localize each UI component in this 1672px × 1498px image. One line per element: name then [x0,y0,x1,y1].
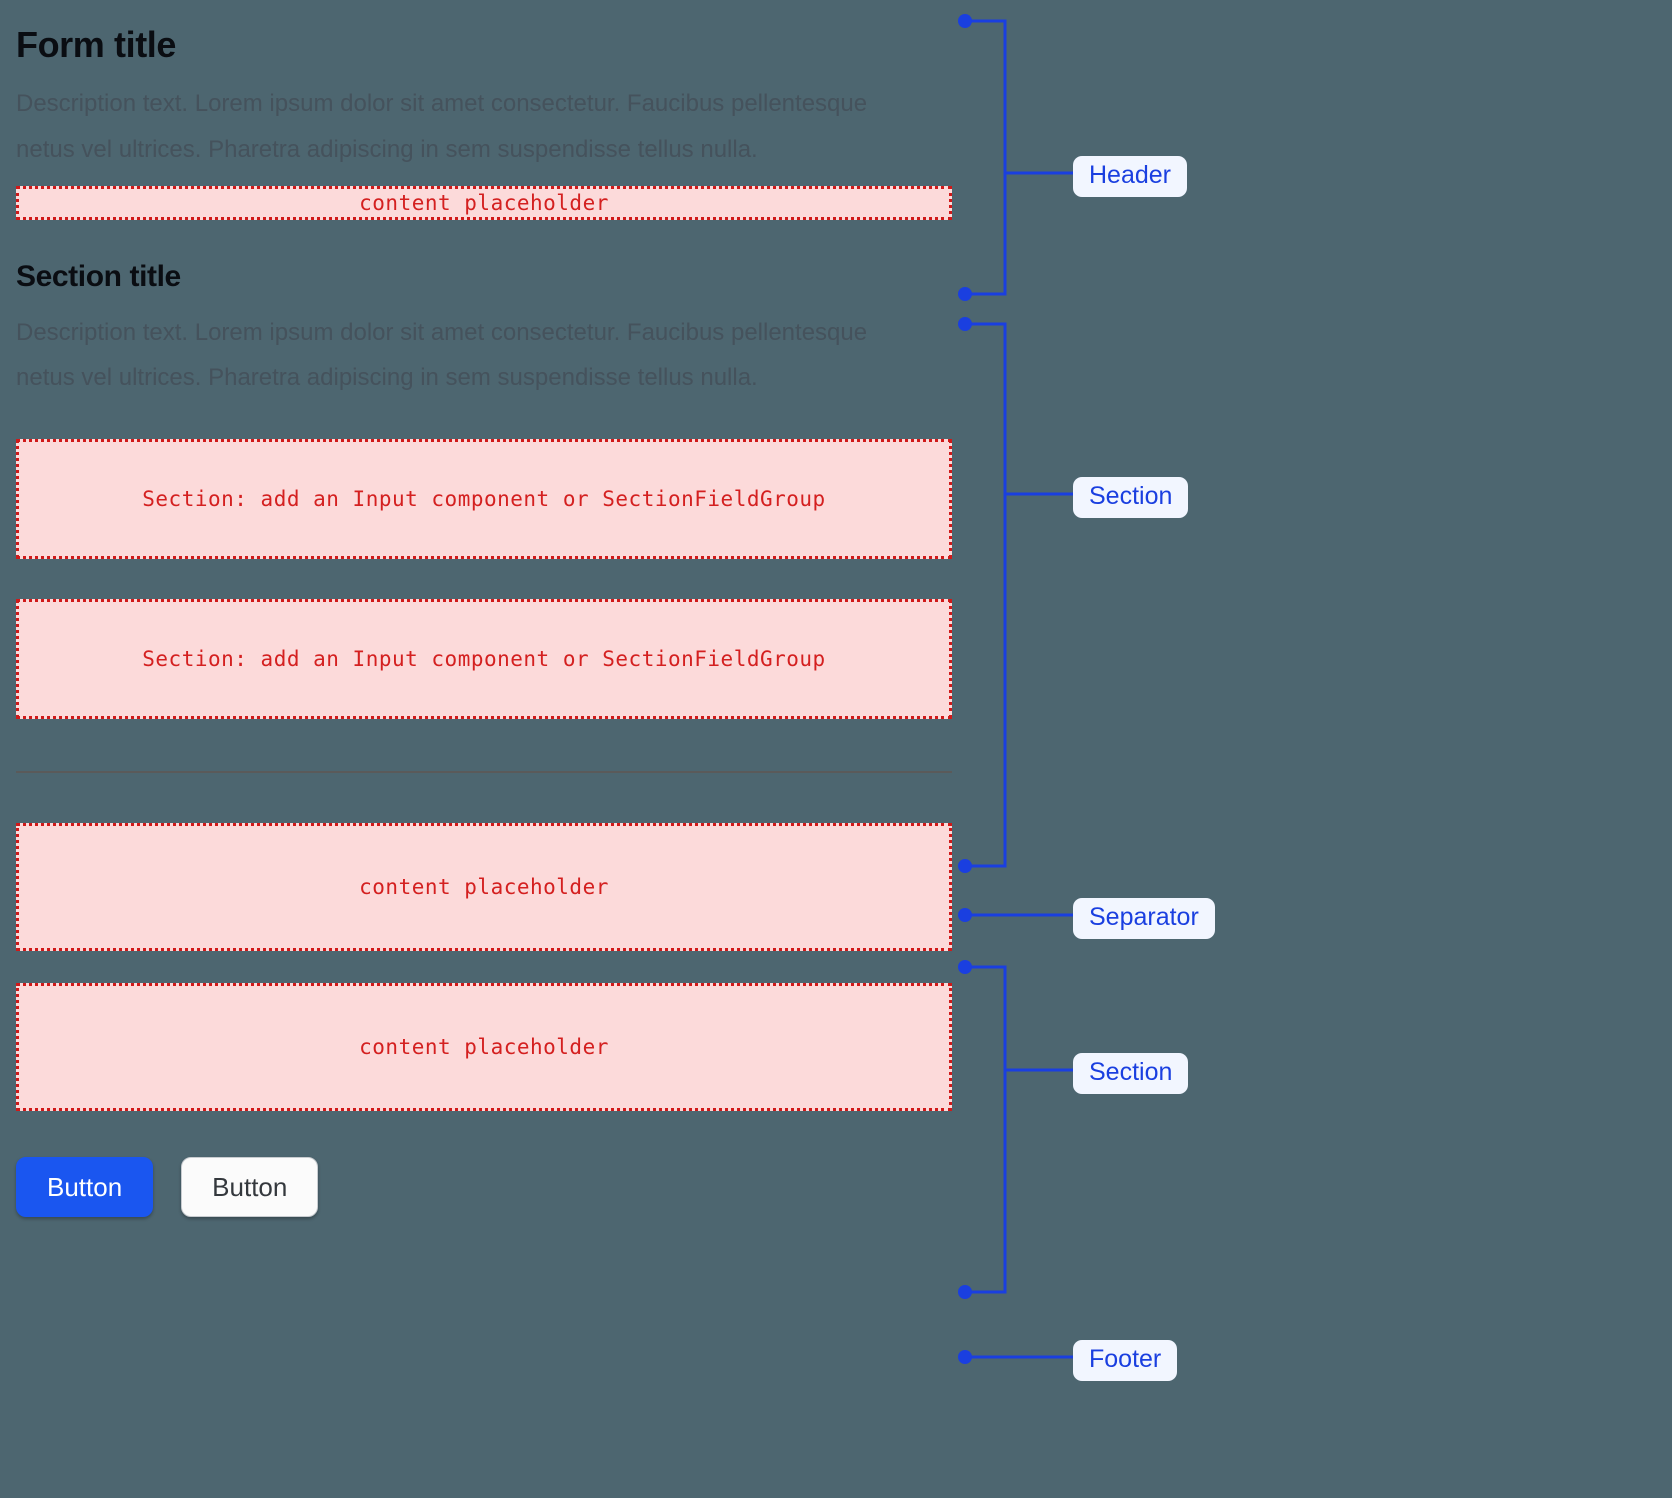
section-title: Section title [16,260,181,294]
form-column: Form title Description text. Lorem ipsum… [16,0,952,1217]
second-section-placeholder-label-1: content placeholder [359,874,609,899]
primary-button[interactable]: Button [16,1156,154,1217]
header-placeholder-label: content placeholder [359,191,609,216]
second-section-placeholder-1: content placeholder [16,822,952,951]
annotation-label-footer: Footer [1073,1340,1178,1381]
footer-actions: Button Button [16,1156,952,1217]
header-content-placeholder: content placeholder [16,186,952,221]
secondary-button[interactable]: Button [181,1156,319,1217]
section-description: Description text. Lorem ipsum dolor sit … [16,318,868,392]
separator [16,770,952,773]
second-section-placeholder-2: content placeholder [16,982,952,1111]
annotation-label-section: Section [1073,477,1189,518]
header-description: Description text. Lorem ipsum dolor sit … [16,90,868,163]
annotation-label-separator: Separator [1073,898,1215,939]
section-field-placeholder-1: Section: add an Input component or Secti… [16,438,952,559]
annotation-label-header: Header [1073,156,1187,197]
second-section-placeholder-label-2: content placeholder [359,1034,609,1059]
section-field-placeholder-2: Section: add an Input component or Secti… [16,598,952,719]
form-title: Form title [16,24,177,65]
section-placeholder-label-1: Section: add an Input component or Secti… [142,486,826,511]
section-placeholder-label-2: Section: add an Input component or Secti… [142,646,826,671]
annotation-label-second-section: Section [1073,1053,1189,1094]
